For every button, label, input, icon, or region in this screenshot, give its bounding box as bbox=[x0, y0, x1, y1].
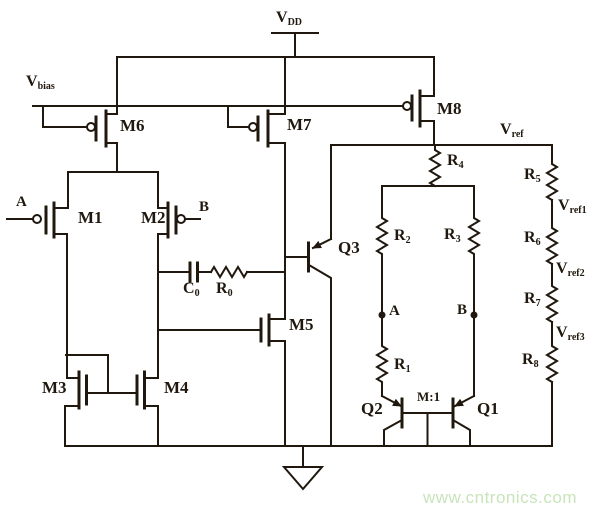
m5-label: M5 bbox=[289, 315, 314, 334]
m8-label: M8 bbox=[437, 99, 462, 118]
q2-label: Q2 bbox=[361, 399, 383, 418]
resistor-r2 bbox=[375, 185, 389, 316]
emitter-ratio-label: M:1 bbox=[417, 389, 441, 404]
pmos-m2 bbox=[157, 171, 201, 379]
pnp-q2 bbox=[380, 394, 404, 447]
r2-label: R2 bbox=[394, 227, 411, 246]
capacitor-c0 bbox=[157, 261, 199, 283]
power-rails bbox=[32, 56, 553, 447]
m2-label: M2 bbox=[141, 208, 166, 227]
r4-label: R4 bbox=[447, 152, 464, 171]
m1-label: M1 bbox=[78, 208, 103, 227]
r6-label: R6 bbox=[524, 229, 541, 248]
m3-label: M3 bbox=[42, 378, 67, 397]
r0-label: R0 bbox=[216, 280, 233, 299]
vbias-label: Vbias bbox=[26, 73, 55, 92]
m7-label: M7 bbox=[287, 115, 312, 134]
resistor-r0 bbox=[196, 265, 286, 279]
vref2-label: Vref2 bbox=[556, 260, 585, 279]
node-b-dot bbox=[470, 311, 478, 319]
r5-label: R5 bbox=[524, 166, 541, 185]
vdd-label: VDD bbox=[276, 9, 303, 28]
nmos-m5 bbox=[157, 313, 286, 447]
vref1-label: Vref1 bbox=[558, 197, 587, 216]
q1-label: Q1 bbox=[477, 399, 499, 418]
nmos-m4 bbox=[135, 370, 159, 447]
resistor-string-r5-r8 bbox=[545, 144, 559, 447]
r8-label: R8 bbox=[522, 351, 539, 370]
pmos-m8 bbox=[402, 56, 435, 146]
site-watermark: www.cntronics.com bbox=[423, 488, 577, 507]
resistor-r5 bbox=[545, 144, 559, 202]
m6-label: M6 bbox=[120, 116, 145, 135]
r7-label: R7 bbox=[524, 290, 541, 309]
node-b-label: B bbox=[457, 302, 468, 318]
m4-label: M4 bbox=[164, 378, 189, 397]
vref3-label: Vref3 bbox=[556, 324, 585, 343]
vref-label: Vref bbox=[500, 121, 524, 140]
pnp-q1 bbox=[451, 394, 476, 447]
resistor-r3 bbox=[467, 185, 481, 397]
vdd-supply-icon bbox=[271, 32, 319, 58]
r1-label: R1 bbox=[394, 356, 411, 375]
input-b-label: B bbox=[199, 199, 210, 215]
r3-label: R3 bbox=[444, 226, 461, 245]
nmos-m3 bbox=[64, 354, 138, 447]
input-a-label: A bbox=[16, 194, 27, 210]
resistor-r4 bbox=[428, 144, 442, 188]
pnp-q3 bbox=[284, 144, 333, 447]
q3-label: Q3 bbox=[338, 238, 360, 257]
resistor-r1 bbox=[375, 314, 389, 397]
pmos-m1 bbox=[6, 171, 69, 356]
ground-icon bbox=[281, 445, 325, 491]
resistor-r7 bbox=[545, 263, 559, 324]
resistor-r6 bbox=[545, 199, 559, 266]
c0-label: C0 bbox=[183, 280, 200, 299]
pmos-m7 bbox=[227, 56, 286, 320]
pmos-m6 bbox=[42, 56, 118, 173]
q1-q2-base-wire bbox=[401, 412, 454, 447]
node-a-label: A bbox=[389, 303, 400, 319]
resistor-r8 bbox=[545, 321, 559, 384]
